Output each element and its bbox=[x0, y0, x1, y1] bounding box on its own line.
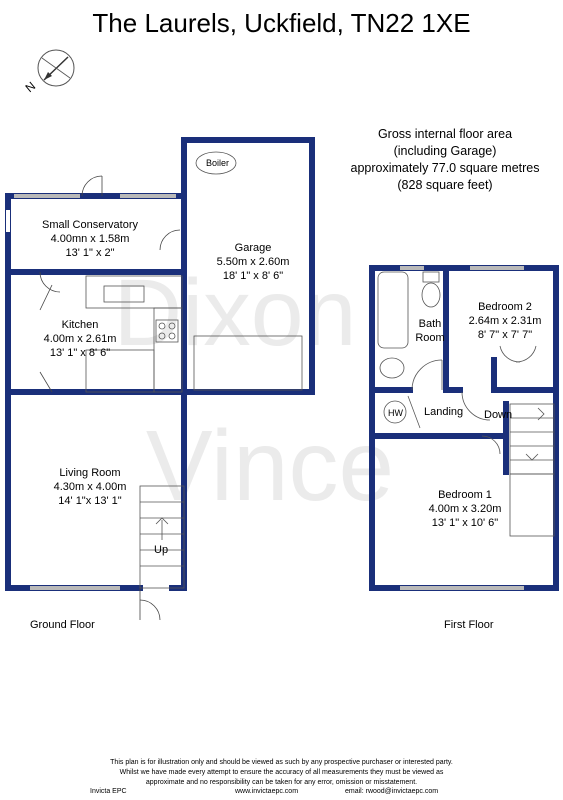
stairs-down-label: Down bbox=[484, 409, 513, 421]
hot-water-cylinder-icon bbox=[383, 400, 407, 424]
room-name: Garage bbox=[234, 242, 272, 254]
gross-area-line4: (828 square feet) bbox=[397, 178, 493, 192]
room-name: Bedroom 2 bbox=[478, 301, 532, 313]
bathtub-icon bbox=[377, 271, 409, 349]
email-link[interactable]: email: rwood@invictaepc.com bbox=[345, 788, 439, 795]
first-windows bbox=[400, 266, 524, 590]
room-metric: 4.30m x 4.00m bbox=[53, 481, 127, 493]
first-floor-label: First Floor bbox=[444, 619, 494, 631]
kitchen-units bbox=[85, 275, 183, 393]
garage-door bbox=[193, 335, 303, 391]
company-name: Invicta EPC bbox=[90, 788, 127, 795]
gross-area-line2: (including Garage) bbox=[393, 144, 497, 158]
ground-window-lines bbox=[14, 194, 176, 590]
toilet-icon bbox=[421, 282, 441, 308]
boiler-icon bbox=[195, 151, 237, 175]
room-metric: 4.00m x 2.61m bbox=[43, 333, 117, 345]
room-name-line2: Room bbox=[415, 332, 445, 344]
landing-fixtures bbox=[383, 345, 537, 455]
room-kitchen: Kitchen 4.00m x 2.61m 13' 1" x 8' 6" bbox=[20, 318, 140, 360]
disclaimer-line1: This plan is for illustration only and s… bbox=[110, 759, 453, 766]
room-imperial: 18' 1" x 8' 6" bbox=[222, 270, 284, 282]
gross-area-line3: approximately 77.0 square metres bbox=[350, 161, 540, 175]
ground-stairs bbox=[139, 485, 185, 589]
room-name: Bath bbox=[418, 318, 442, 330]
room-name: Kitchen bbox=[61, 319, 99, 331]
room-imperial: 8' 7" x 7' 7" bbox=[477, 329, 533, 341]
basin-icon bbox=[379, 357, 405, 379]
hw-label: HW bbox=[388, 408, 403, 418]
door-arcs bbox=[39, 175, 181, 621]
room-imperial: 13' 1" x 8' 6" bbox=[49, 347, 111, 359]
compass-icon bbox=[37, 49, 75, 87]
room-landing: Landing bbox=[424, 406, 464, 418]
page-title: The Laurels, Uckfield, TN22 1XE bbox=[92, 8, 471, 38]
gross-area-line1: Gross internal floor area bbox=[377, 127, 513, 141]
room-bedroom-1: Bedroom 1 4.00m x 3.20m 13' 1" x 10' 6" bbox=[410, 488, 520, 530]
room-name: Bedroom 1 bbox=[438, 489, 492, 501]
room-name: Small Conservatory bbox=[42, 219, 138, 231]
first-stairs bbox=[509, 403, 555, 537]
room-bedroom-2: Bedroom 2 2.64m x 2.31m 8' 7" x 7' 7" bbox=[458, 300, 552, 342]
room-imperial: 14' 1"x 13' 1" bbox=[58, 495, 122, 507]
bath-fixtures bbox=[377, 271, 443, 391]
room-name: Living Room bbox=[59, 467, 121, 479]
gross-area-note: Gross internal floor area (including Gar… bbox=[330, 126, 560, 194]
boiler-label: Boiler bbox=[206, 158, 230, 168]
room-imperial: 13' 1" x 10' 6" bbox=[431, 517, 499, 529]
room-metric: 4.00mn x 1.58m bbox=[50, 233, 130, 245]
room-garage: Garage 5.50m x 2.60m 18' 1" x 8' 6" bbox=[198, 241, 308, 283]
room-bathroom: Bath Room bbox=[412, 317, 448, 345]
room-small-conservatory: Small Conservatory 4.00mn x 1.58m 13' 1"… bbox=[20, 218, 160, 260]
room-imperial: 13' 1" x 2" bbox=[65, 247, 115, 259]
disclaimer-line3: approximate and no responsibility can be… bbox=[145, 779, 418, 786]
ground-floor-label: Ground Floor bbox=[30, 619, 95, 631]
disclaimer-line2: Whilst we have made every attempt to ens… bbox=[119, 769, 444, 776]
stairs-up-label: Up bbox=[154, 544, 169, 556]
watermark-vince: Vince bbox=[146, 410, 394, 522]
room-living-room: Living Room 4.30m x 4.00m 14' 1"x 13' 1" bbox=[30, 466, 150, 508]
disclaimer: This plan is for illustration only and s… bbox=[0, 758, 563, 788]
room-metric: 2.64m x 2.31m bbox=[468, 315, 542, 327]
ground-windows bbox=[6, 194, 176, 590]
website-link[interactable]: www.invictaepc.com bbox=[235, 788, 299, 795]
room-metric: 5.50m x 2.60m bbox=[216, 256, 290, 268]
room-metric: 4.00m x 3.20m bbox=[428, 503, 502, 515]
first-window-lines bbox=[400, 266, 524, 590]
